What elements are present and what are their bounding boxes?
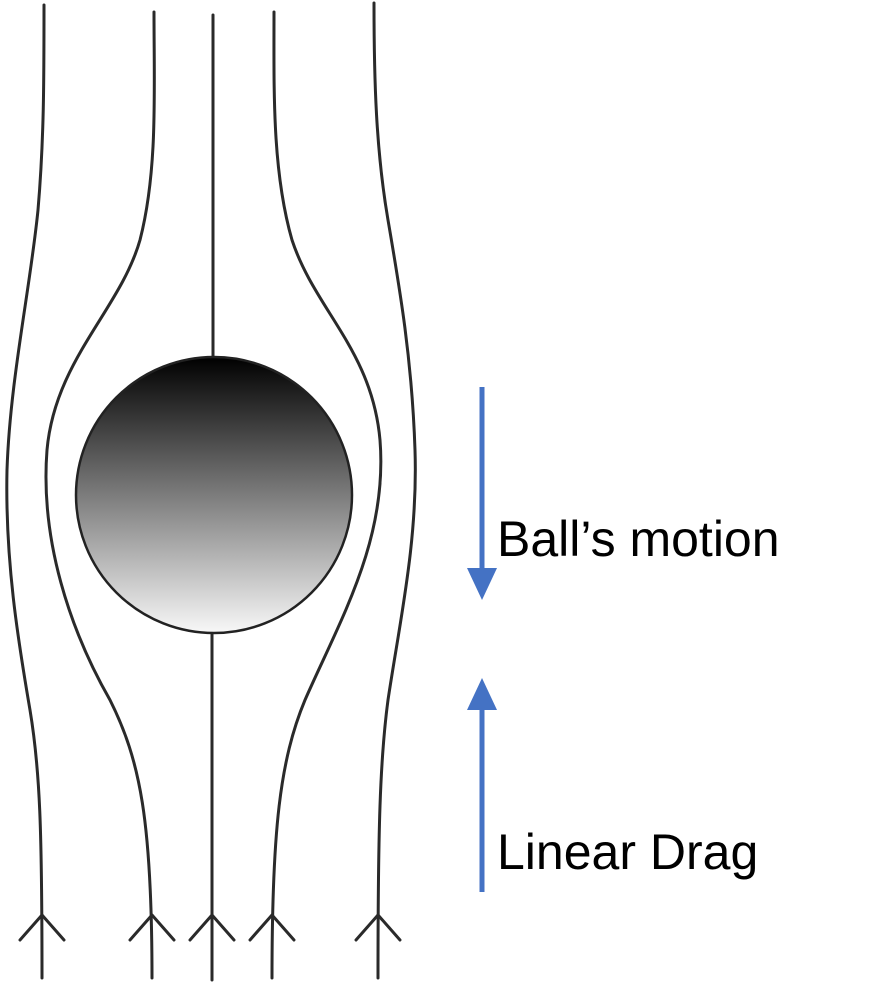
arrow-down-icon [467,568,497,600]
motion-label: Ball’s motion [497,511,780,567]
streamline-outer-right [372,1,417,980]
up-chevron-icon [128,913,176,942]
up-chevron-icon [18,913,66,942]
streamline-outer-left [5,3,46,980]
up-chevron-icon [354,913,402,942]
ball [74,355,354,635]
streamline-inner-left [44,10,156,980]
streamlines [5,1,417,982]
arrow-up-icon [467,678,497,710]
streamline-inner-right [270,10,383,980]
up-chevron-icon [188,913,236,942]
drag-arrow [467,678,497,892]
drag-label: Linear Drag [497,824,758,880]
flow-direction-markers [18,913,402,942]
up-chevron-icon [248,913,296,942]
motion-arrow [467,387,497,600]
